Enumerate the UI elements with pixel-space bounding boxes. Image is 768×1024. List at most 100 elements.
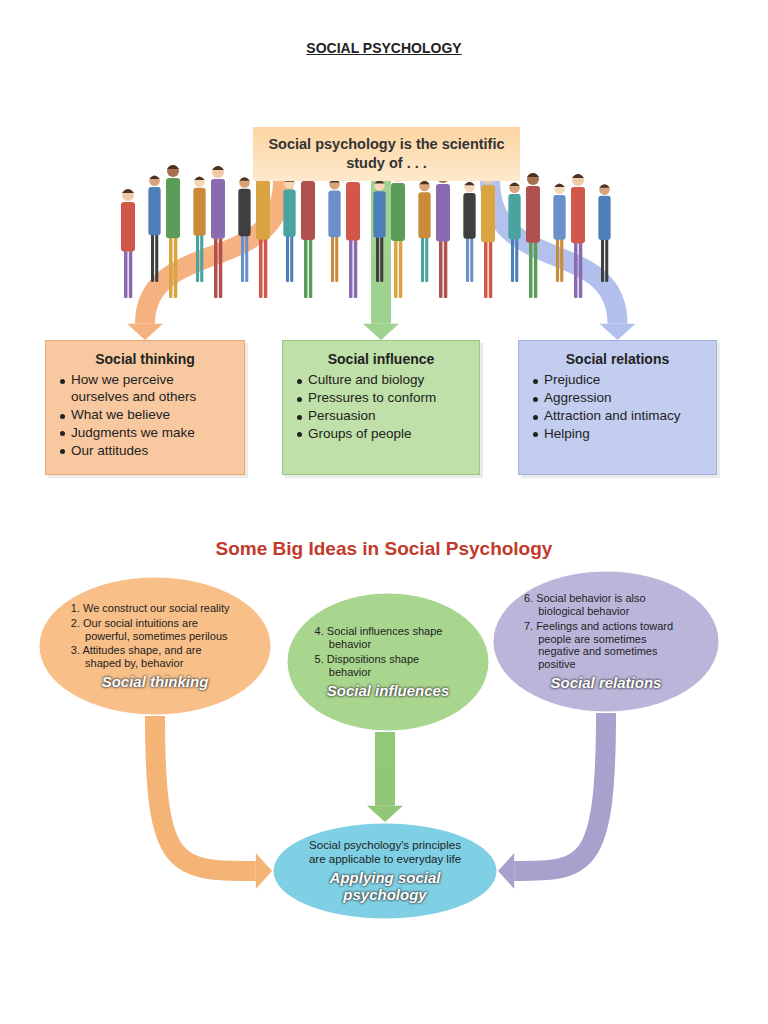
topic-box: Social relationsPrejudiceAggressionAttra…: [518, 340, 717, 475]
person-leg: [245, 234, 248, 282]
bullet-dot: [297, 397, 302, 402]
person-figure: [193, 176, 205, 282]
bullet-item: Our attitudes: [58, 443, 232, 460]
idea-item: 1. We construct our social reality: [71, 602, 239, 615]
person-hair: [419, 181, 430, 185]
person-leg: [515, 237, 518, 282]
bullet-dot: [297, 415, 302, 420]
person-leg: [466, 236, 469, 282]
person-figure: [121, 189, 135, 298]
bullet-dot: [60, 431, 65, 436]
arrow-shaft: [371, 181, 391, 324]
person-leg: [259, 239, 263, 298]
person-leg: [174, 238, 178, 298]
person-hair: [149, 176, 160, 180]
person-figure: [463, 182, 475, 282]
person-torso: [481, 185, 495, 242]
bullet-item: How we perceive ourselves and others: [58, 372, 232, 406]
bullet-dot: [533, 397, 538, 402]
arrow-head: [363, 324, 399, 340]
person-hair: [599, 184, 610, 188]
person-figure: [148, 176, 160, 282]
person-leg: [439, 240, 443, 298]
bullet-dot: [297, 379, 302, 384]
bullet-dot: [533, 432, 538, 437]
idea-ellipse: Social psychology's principles are appli…: [272, 822, 498, 920]
person-torso: [436, 184, 450, 242]
ellipse-label: Applying social psychology: [304, 869, 467, 903]
arrow-shaft: [490, 181, 618, 324]
person-torso: [571, 187, 585, 243]
person-leg: [380, 236, 383, 282]
person-hair: [509, 183, 520, 187]
principle-text: Social psychology's principles are appli…: [304, 839, 467, 867]
bullet-dot: [60, 379, 65, 384]
person-hair: [527, 173, 539, 177]
person-head: [167, 165, 179, 177]
person-figure: [571, 174, 585, 298]
bullet-item: Prejudice: [531, 372, 704, 389]
person-leg: [290, 235, 293, 282]
person-torso: [508, 194, 520, 239]
person-figure: [481, 172, 495, 298]
person-leg: [556, 237, 559, 282]
person-leg: [349, 240, 353, 299]
bullet-item: Persuasion: [295, 408, 467, 425]
person-figure: [238, 177, 250, 282]
person-figure: [598, 184, 610, 282]
person-leg: [241, 234, 244, 282]
person-head: [554, 183, 565, 194]
person-head: [149, 176, 160, 187]
person-leg: [489, 241, 493, 298]
page-title: SOCIAL PSYCHOLOGY: [0, 40, 768, 56]
person-leg: [214, 238, 218, 298]
person-leg: [399, 240, 403, 298]
person-hair: [239, 177, 250, 181]
person-torso: [418, 192, 430, 238]
arrow-head: [600, 324, 636, 340]
ellipse-outline: [39, 577, 271, 715]
box-heading: Social influence: [295, 351, 467, 367]
arrow-shaft: [375, 732, 395, 806]
ellipse-outline: [287, 593, 489, 731]
person-leg: [155, 234, 158, 282]
idea-item: 7. Feelings and actions toward people ar…: [524, 620, 688, 672]
person-hair: [194, 176, 205, 180]
person-leg: [200, 234, 203, 282]
topic-box: Social thinkingHow we perceive ourselves…: [45, 340, 245, 475]
person-hair: [167, 165, 179, 169]
idea-ellipse: 4. Social influences shape behavior5. Di…: [286, 592, 490, 732]
flow-arrow: [367, 732, 403, 822]
bullet-item: Judgments we make: [58, 425, 232, 442]
person-torso: [553, 195, 565, 240]
bullet-dot: [60, 414, 65, 419]
person-hair: [464, 182, 475, 186]
person-head: [419, 181, 430, 192]
ellipse-label: Social thinking: [71, 673, 239, 690]
person-leg: [605, 238, 608, 282]
person-hair: [122, 189, 134, 193]
arrow-head: [367, 806, 403, 822]
person-head: [122, 189, 134, 201]
person-leg: [335, 235, 338, 282]
person-head: [374, 180, 385, 191]
bullet-item: Groups of people: [295, 426, 467, 443]
flow-arrow: [490, 181, 636, 340]
arrow-shaft: [514, 713, 606, 871]
person-leg: [304, 239, 308, 298]
ellipse-label: Social relations: [524, 674, 688, 691]
heading-text: Social psychology is the scientific stud…: [267, 135, 506, 173]
box-heading: Social relations: [531, 351, 704, 367]
person-leg: [286, 235, 289, 282]
idea-item: 6. Social behavior is also biological be…: [524, 592, 688, 618]
person-leg: [444, 240, 448, 298]
person-leg: [309, 239, 313, 298]
person-leg: [129, 249, 133, 299]
ellipse-content: 1. We construct our social reality2. Our…: [71, 602, 239, 691]
person-head: [239, 177, 250, 188]
person-torso: [526, 186, 540, 243]
person-torso: [193, 188, 205, 236]
person-torso: [166, 178, 180, 238]
person-leg: [601, 238, 604, 282]
